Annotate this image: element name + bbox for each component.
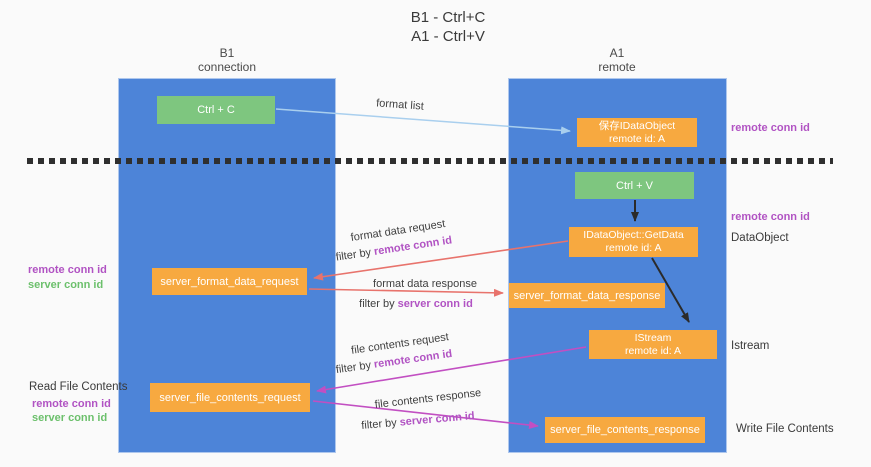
filter-by-text: filter by [359, 298, 395, 310]
left-read-file-contents-label: Read File Contents [29, 381, 128, 393]
save-idataobject-line2: remote id: A [608, 132, 666, 145]
right-write-file-contents-label: Write File Contents [736, 423, 834, 435]
idataobject-getdata-box: IDataObject::GetData remote id: A [569, 227, 698, 257]
istream-line1: IStream [634, 331, 672, 344]
lane-header-b1: B1 connection [198, 46, 256, 74]
format-data-response-label: format data response [373, 278, 477, 290]
server-format-data-response-box: server_format_data_response [509, 283, 665, 308]
lane-b1-name: B1 [219, 46, 235, 60]
title-line-1: B1 - Ctrl+C [410, 9, 486, 26]
diagram-title: B1 - Ctrl+C A1 - Ctrl+V [411, 8, 486, 46]
title-line-2: A1 - Ctrl+V [411, 28, 485, 45]
server-file-contents-response-box: server_file_contents_response [545, 417, 705, 443]
server-file-contents-request-box: server_file_contents_request [150, 383, 310, 412]
server-conn-id-text: server conn id [397, 298, 473, 310]
istream-line2: remote id: A [624, 344, 682, 357]
server-format-data-request-label: server_format_data_request [160, 275, 299, 288]
left-remote-conn-id-bottom: remote conn id [32, 398, 111, 410]
right-remote-conn-id-top: remote conn id [731, 122, 810, 134]
ctrl-v-label: Ctrl + V [616, 179, 653, 192]
left-server-conn-id-bottom: server conn id [32, 412, 108, 424]
filter-by-text: filter by [335, 246, 372, 264]
ctrl-c-label: Ctrl + C [197, 104, 235, 116]
server-file-contents-response-label: server_file_contents_response [550, 424, 700, 436]
save-idataobject-box: 保存IDataObject remote id: A [577, 118, 697, 147]
server-format-data-request-box: server_format_data_request [152, 268, 307, 295]
server-conn-id-text: server conn id [399, 410, 476, 429]
lane-a1-subtitle: remote [598, 60, 636, 74]
phase-divider-dashed-line [27, 158, 833, 164]
left-remote-conn-id: remote conn id [28, 264, 107, 276]
ctrl-c-box: Ctrl + C [157, 96, 275, 124]
getdata-line1: IDataObject::GetData [583, 229, 684, 241]
lane-header-a1: A1 remote [598, 46, 635, 74]
right-istream-label: Istream [731, 340, 770, 352]
left-server-conn-id: server conn id [28, 279, 104, 291]
format-list-label: format list [375, 97, 425, 113]
filter-by-text: filter by [335, 359, 372, 377]
istream-box: IStream remote id: A [589, 330, 717, 359]
right-remote-conn-id-mid: remote conn id [731, 211, 810, 223]
right-dataobject-label: DataObject [731, 232, 789, 244]
save-idataobject-line1: 保存IDataObject [598, 119, 676, 132]
getdata-line2: remote id: A [605, 242, 662, 254]
lane-a1-name: A1 [609, 46, 625, 60]
filter-by-text: filter by [360, 416, 398, 432]
lane-b1-subtitle: connection [197, 60, 257, 74]
server-format-data-response-label: server_format_data_response [513, 289, 661, 302]
file-contents-response-label: file contents response [374, 386, 482, 412]
server-file-contents-request-label: server_file_contents_request [159, 391, 301, 404]
ctrl-v-box: Ctrl + V [575, 172, 694, 199]
